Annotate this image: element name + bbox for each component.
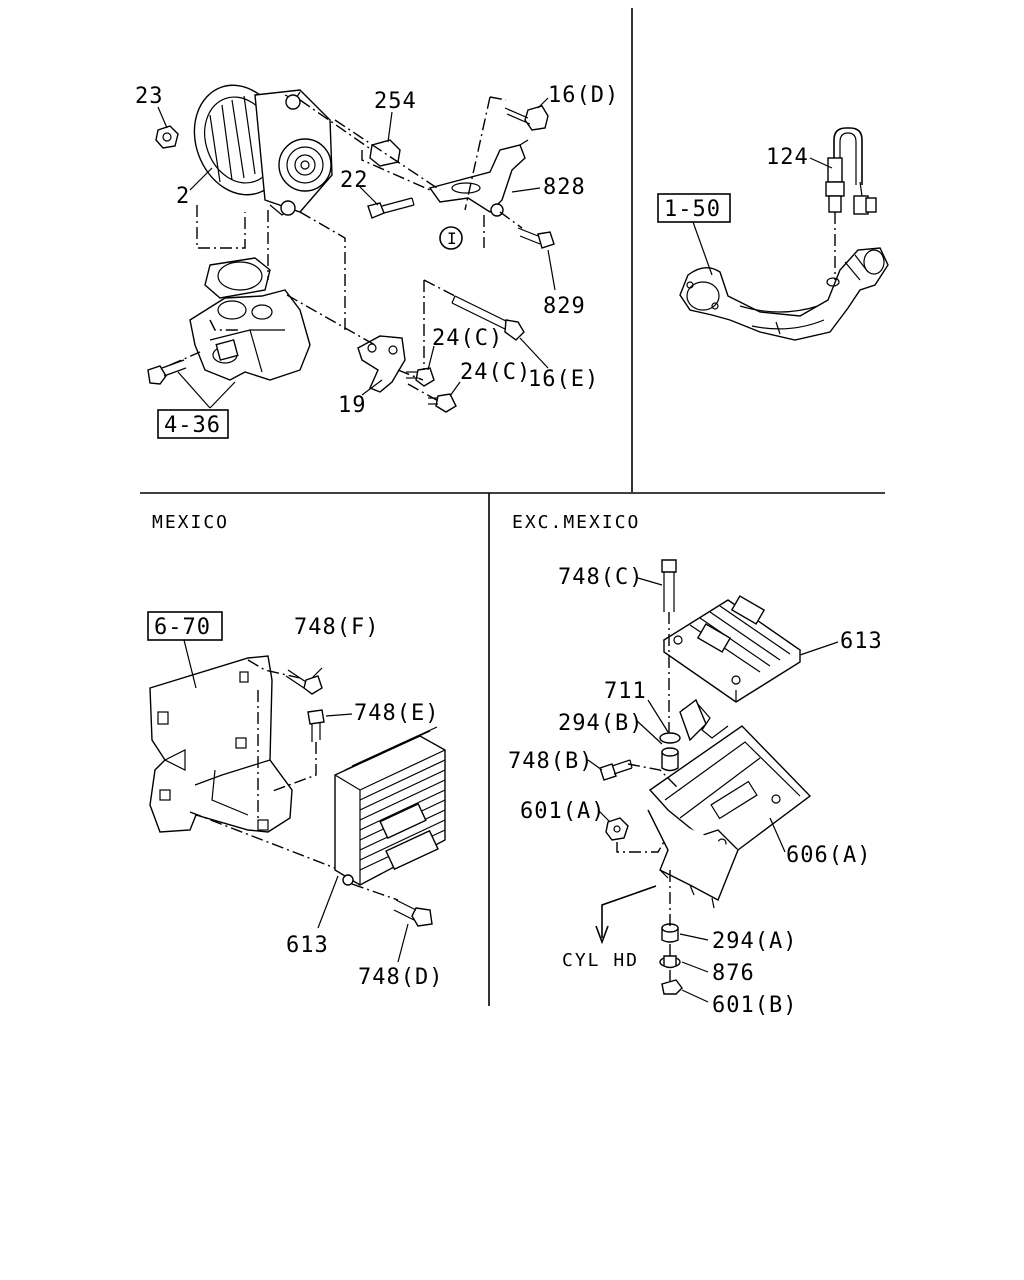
part-label-23: 23 <box>135 84 164 109</box>
ref-label-4-36: 4-36 <box>164 413 221 438</box>
part-label-294b: 294(B) <box>558 711 643 736</box>
part-label-748b: 748(B) <box>508 749 593 774</box>
alignment-lines-top-left <box>169 96 523 403</box>
part-label-748e: 748(E) <box>354 701 439 726</box>
leader-lines-exc-mexico <box>587 577 839 1003</box>
part-label-601a: 601(A) <box>520 799 605 824</box>
part-label-829: 829 <box>543 294 586 319</box>
alignment-lines-exc-mexico <box>616 763 681 982</box>
mexico-ecm-group <box>149 655 446 927</box>
part-label-748d: 748(D) <box>358 965 443 990</box>
ref-box-4-36 <box>157 409 229 439</box>
part-label-748c: 748(C) <box>558 565 643 590</box>
part-label-601b: 601(B) <box>712 993 797 1018</box>
exhaust-pipe-group <box>679 127 889 341</box>
divider-lines <box>140 8 885 1006</box>
circle-reference-label: I <box>447 229 457 248</box>
part-label-24c-lower: 24(C) <box>460 360 531 385</box>
ref-label-6-70: 6-70 <box>154 615 211 640</box>
part-label-294a: 294(A) <box>712 929 797 954</box>
part-label-606a: 606(A) <box>786 843 871 868</box>
part-label-16e: 16(E) <box>528 367 599 392</box>
part-label-2: 2 <box>176 184 190 209</box>
ref-label-1-50: 1-50 <box>664 197 721 222</box>
part-label-828: 828 <box>543 175 586 200</box>
alternator-group <box>147 84 555 413</box>
leader-lines-mexico <box>183 639 409 963</box>
part-label-748f: 748(F) <box>294 615 379 640</box>
ref-box-1-50 <box>657 193 731 223</box>
cylinder-head-label: CYL HD <box>562 950 639 971</box>
part-label-613-exc-mexico: 613 <box>840 629 883 654</box>
part-label-24c-upper: 24(C) <box>432 326 503 351</box>
part-label-254: 254 <box>374 89 417 114</box>
part-label-124: 124 <box>766 145 809 170</box>
part-label-711: 711 <box>604 679 647 704</box>
ref-box-6-70 <box>147 611 223 641</box>
leader-lines-top-right <box>692 157 833 276</box>
section-title-exc-mexico: EXC.MEXICO <box>512 512 640 533</box>
part-label-613-mexico: 613 <box>286 933 329 958</box>
alignment-lines-mexico <box>189 659 399 901</box>
part-label-22: 22 <box>340 168 369 193</box>
part-label-16d: 16(D) <box>548 83 619 108</box>
leader-lines-top-left <box>157 97 556 409</box>
part-label-876: 876 <box>712 961 755 986</box>
part-label-19: 19 <box>338 393 367 418</box>
section-title-mexico: MEXICO <box>152 512 229 533</box>
